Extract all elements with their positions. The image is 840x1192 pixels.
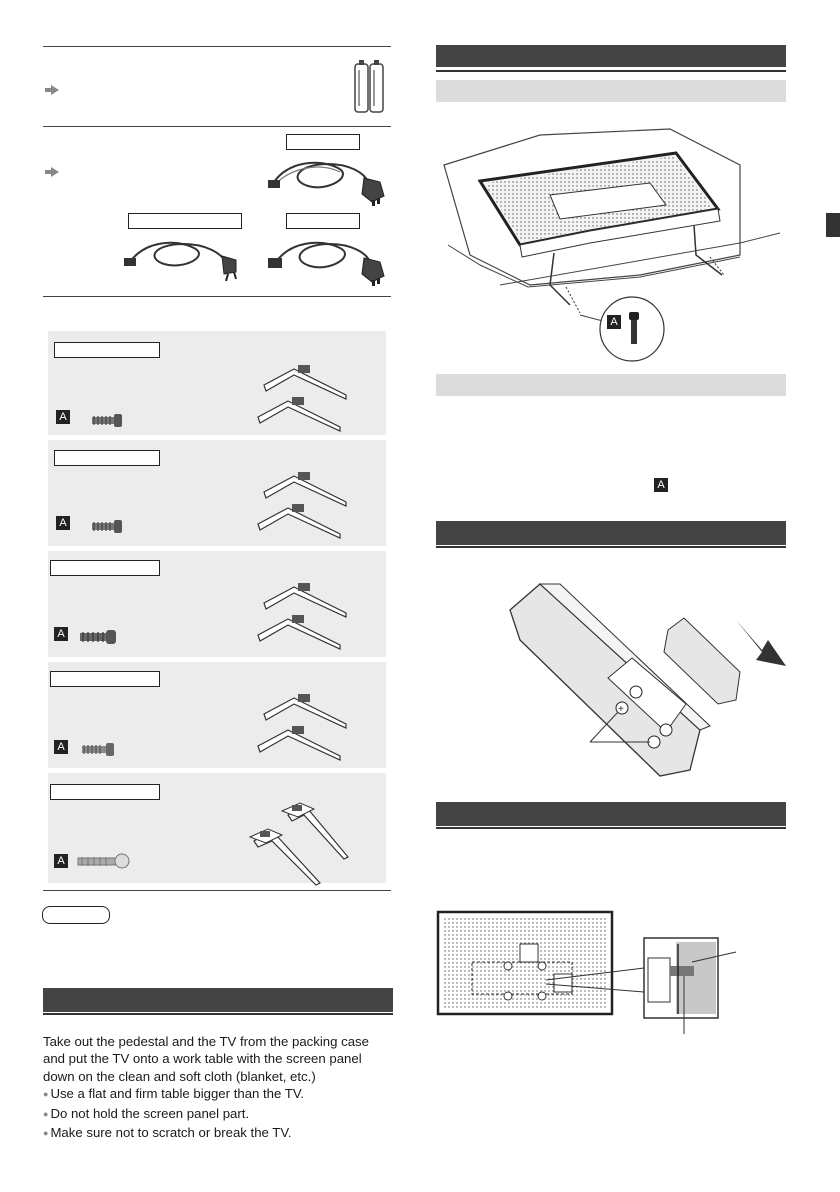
intro-line: Take out the pedestal and the TV from th… bbox=[43, 1034, 369, 1049]
reference-arrow-icon bbox=[45, 167, 59, 177]
pedestal-panel: A bbox=[48, 331, 386, 435]
mains-lead-icon bbox=[268, 161, 385, 206]
section-header-underline bbox=[436, 827, 786, 829]
section-header-bar bbox=[43, 988, 393, 1012]
bullet-text: Make sure not to scratch or break the TV… bbox=[50, 1125, 292, 1141]
screw-icon bbox=[77, 853, 130, 869]
a-marker: A bbox=[54, 627, 68, 641]
model-label-box bbox=[50, 784, 160, 800]
a-marker: A bbox=[56, 516, 70, 530]
section-header-underline bbox=[43, 1013, 393, 1015]
model-label-box bbox=[286, 134, 360, 150]
svg-text:+: + bbox=[618, 704, 624, 715]
model-label-box bbox=[286, 213, 360, 229]
section-header-underline bbox=[436, 546, 786, 548]
pedestal-icon bbox=[248, 802, 349, 886]
a-marker: A bbox=[56, 410, 70, 424]
pedestal-panel: A bbox=[48, 773, 386, 886]
bullet-item: ●Do not hold the screen panel part. bbox=[43, 1105, 250, 1121]
divider bbox=[43, 890, 391, 891]
subsection-header-bar bbox=[436, 374, 786, 396]
divider bbox=[43, 126, 391, 127]
batteries-icon bbox=[354, 60, 384, 113]
pedestal-icon bbox=[257, 583, 347, 650]
section-header-underline bbox=[436, 70, 786, 72]
intro-line: down on the clean and soft cloth (blanke… bbox=[43, 1068, 316, 1084]
bullet-text: Use a flat and firm table bigger than th… bbox=[50, 1086, 305, 1102]
mains-lead-icon bbox=[124, 241, 237, 282]
pedestal-icon bbox=[257, 472, 347, 539]
section-header-bar bbox=[436, 521, 786, 545]
bullet-item: ●Make sure not to scratch or break the T… bbox=[43, 1125, 292, 1141]
note-badge bbox=[42, 906, 110, 924]
bullet-text: Do not hold the screen panel part. bbox=[50, 1105, 250, 1121]
reference-arrow-icon bbox=[45, 85, 59, 95]
tv-rear-panel-icon bbox=[436, 910, 737, 1034]
pedestal-icon bbox=[257, 694, 347, 761]
mains-lead-icon bbox=[268, 241, 385, 286]
intro-text: Take out the pedestal and the TV from th… bbox=[43, 1033, 403, 1143]
section-header-bar bbox=[436, 45, 786, 67]
bullet-item: ●Use a flat and firm table bigger than t… bbox=[43, 1086, 305, 1102]
pedestal-panel: A bbox=[48, 440, 386, 546]
a-marker: A bbox=[607, 315, 621, 329]
divider bbox=[43, 296, 391, 297]
model-label-box bbox=[54, 342, 160, 358]
screw-icon bbox=[92, 414, 122, 427]
pedestal-icon bbox=[257, 365, 347, 432]
screw-icon bbox=[82, 743, 114, 756]
model-label-box bbox=[54, 450, 160, 466]
pedestal-panel: A bbox=[48, 662, 386, 768]
model-label-box bbox=[50, 560, 160, 576]
tv-on-cloth-illustration bbox=[443, 128, 781, 362]
intro-line: and put the TV onto a work table with th… bbox=[43, 1051, 362, 1067]
screw-icon bbox=[92, 520, 122, 533]
chapter-side-tab bbox=[826, 213, 840, 237]
model-label-box bbox=[50, 671, 160, 687]
model-label-box bbox=[128, 213, 242, 229]
section-header-bar bbox=[436, 802, 786, 826]
divider bbox=[43, 46, 391, 47]
pedestal-panel: A bbox=[48, 551, 386, 657]
a-marker: A bbox=[654, 478, 668, 492]
screw-icon bbox=[80, 630, 116, 644]
a-marker: A bbox=[54, 854, 68, 868]
remote-control-icon: + bbox=[509, 583, 786, 777]
screw-icon bbox=[629, 312, 639, 344]
a-marker: A bbox=[54, 740, 68, 754]
subsection-header-bar bbox=[436, 80, 786, 102]
